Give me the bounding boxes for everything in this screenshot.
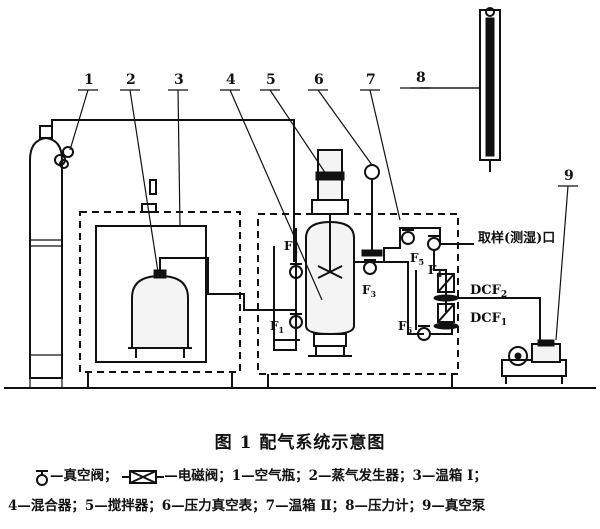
sample-port-label: 取样(测湿)口 bbox=[478, 230, 555, 246]
leader-4 bbox=[229, 89, 323, 301]
gas-distribution-system-diagram: 1 2 3 4 5 6 7 8 9 F2 F1 F3 F5 F4 F6 DCF2… bbox=[4, 7, 596, 389]
leader-5 bbox=[269, 89, 331, 181]
label-1: 1 bbox=[84, 72, 94, 88]
valve-f4[interactable] bbox=[427, 235, 441, 251]
leader-1 bbox=[69, 89, 89, 151]
mixer bbox=[305, 220, 355, 357]
label-9: 9 bbox=[564, 168, 574, 184]
valve-f2[interactable] bbox=[289, 263, 303, 279]
oven-one bbox=[79, 211, 241, 373]
valve-f1[interactable] bbox=[289, 313, 303, 329]
legend-vacuum-valve-text: —真空阀； bbox=[50, 468, 118, 484]
oven-two-inner-pipe bbox=[273, 228, 297, 351]
leader-7 bbox=[369, 89, 401, 221]
legend-solenoid-text: —电磁阀；1—空气瓶；2—蒸气发生器；3—温箱 I； bbox=[164, 468, 487, 484]
solenoid-valve-icon bbox=[122, 469, 165, 484]
solenoid-valve-dcf2[interactable] bbox=[433, 273, 459, 302]
legend-line-2-text: 4—混合器；5—搅拌器；6—压力真空表；7—温箱 Ⅱ；8—压力计；9—真空泵 bbox=[8, 498, 486, 514]
vacuum-pump bbox=[501, 339, 567, 384]
label-4: 4 bbox=[226, 72, 236, 88]
vacuum-valve-icon bbox=[36, 469, 48, 486]
vacuum-line bbox=[454, 297, 541, 346]
leader-2 bbox=[129, 89, 159, 273]
valve-label-f5: F5 bbox=[410, 251, 424, 267]
legend-line-2: 4—混合器；5—搅拌器；6—压力真空表；7—温箱 Ⅱ；8—压力计；9—真空泵 bbox=[8, 494, 593, 514]
valve-label-f6: F6 bbox=[398, 319, 413, 335]
valve-f3[interactable] bbox=[363, 259, 377, 275]
leader-6 bbox=[317, 89, 373, 166]
air-cylinder bbox=[29, 125, 74, 388]
steam-pipe bbox=[159, 257, 296, 311]
label-6: 6 bbox=[314, 72, 324, 88]
sample-port-pipe bbox=[399, 227, 474, 245]
stirrer bbox=[311, 149, 349, 279]
solenoid-valve-dcf1[interactable] bbox=[433, 303, 459, 330]
valve-label-f3: F3 bbox=[362, 283, 377, 299]
label-8: 8 bbox=[416, 70, 426, 86]
leader-3 bbox=[177, 89, 181, 227]
valve-f5[interactable] bbox=[401, 229, 415, 245]
figure-caption: 图 1 配气系统示意图 bbox=[214, 433, 386, 453]
steam-generator bbox=[128, 269, 192, 358]
label-7: 7 bbox=[366, 72, 376, 88]
label-3: 3 bbox=[174, 72, 184, 88]
manometer bbox=[479, 7, 501, 172]
valve-label-f2: F2 bbox=[284, 239, 298, 255]
valve-label-f1: F1 bbox=[270, 319, 284, 335]
valve-label-f4: F4 bbox=[428, 263, 443, 279]
mixer-outlet-pipe bbox=[354, 238, 401, 263]
leader-9 bbox=[555, 185, 569, 341]
air-supply-pipe bbox=[51, 119, 295, 262]
legend-line-1: —真空阀； —电磁阀；1—空气瓶；2—蒸气发生器；3—温箱 I； bbox=[34, 464, 600, 486]
dcf2-label: DCF2 bbox=[470, 283, 507, 300]
dcf1-label: DCF1 bbox=[470, 311, 507, 328]
pressure-vacuum-gauge bbox=[361, 164, 383, 257]
label-5: 5 bbox=[266, 72, 276, 88]
oven-two bbox=[257, 213, 459, 375]
label-2: 2 bbox=[126, 72, 136, 88]
